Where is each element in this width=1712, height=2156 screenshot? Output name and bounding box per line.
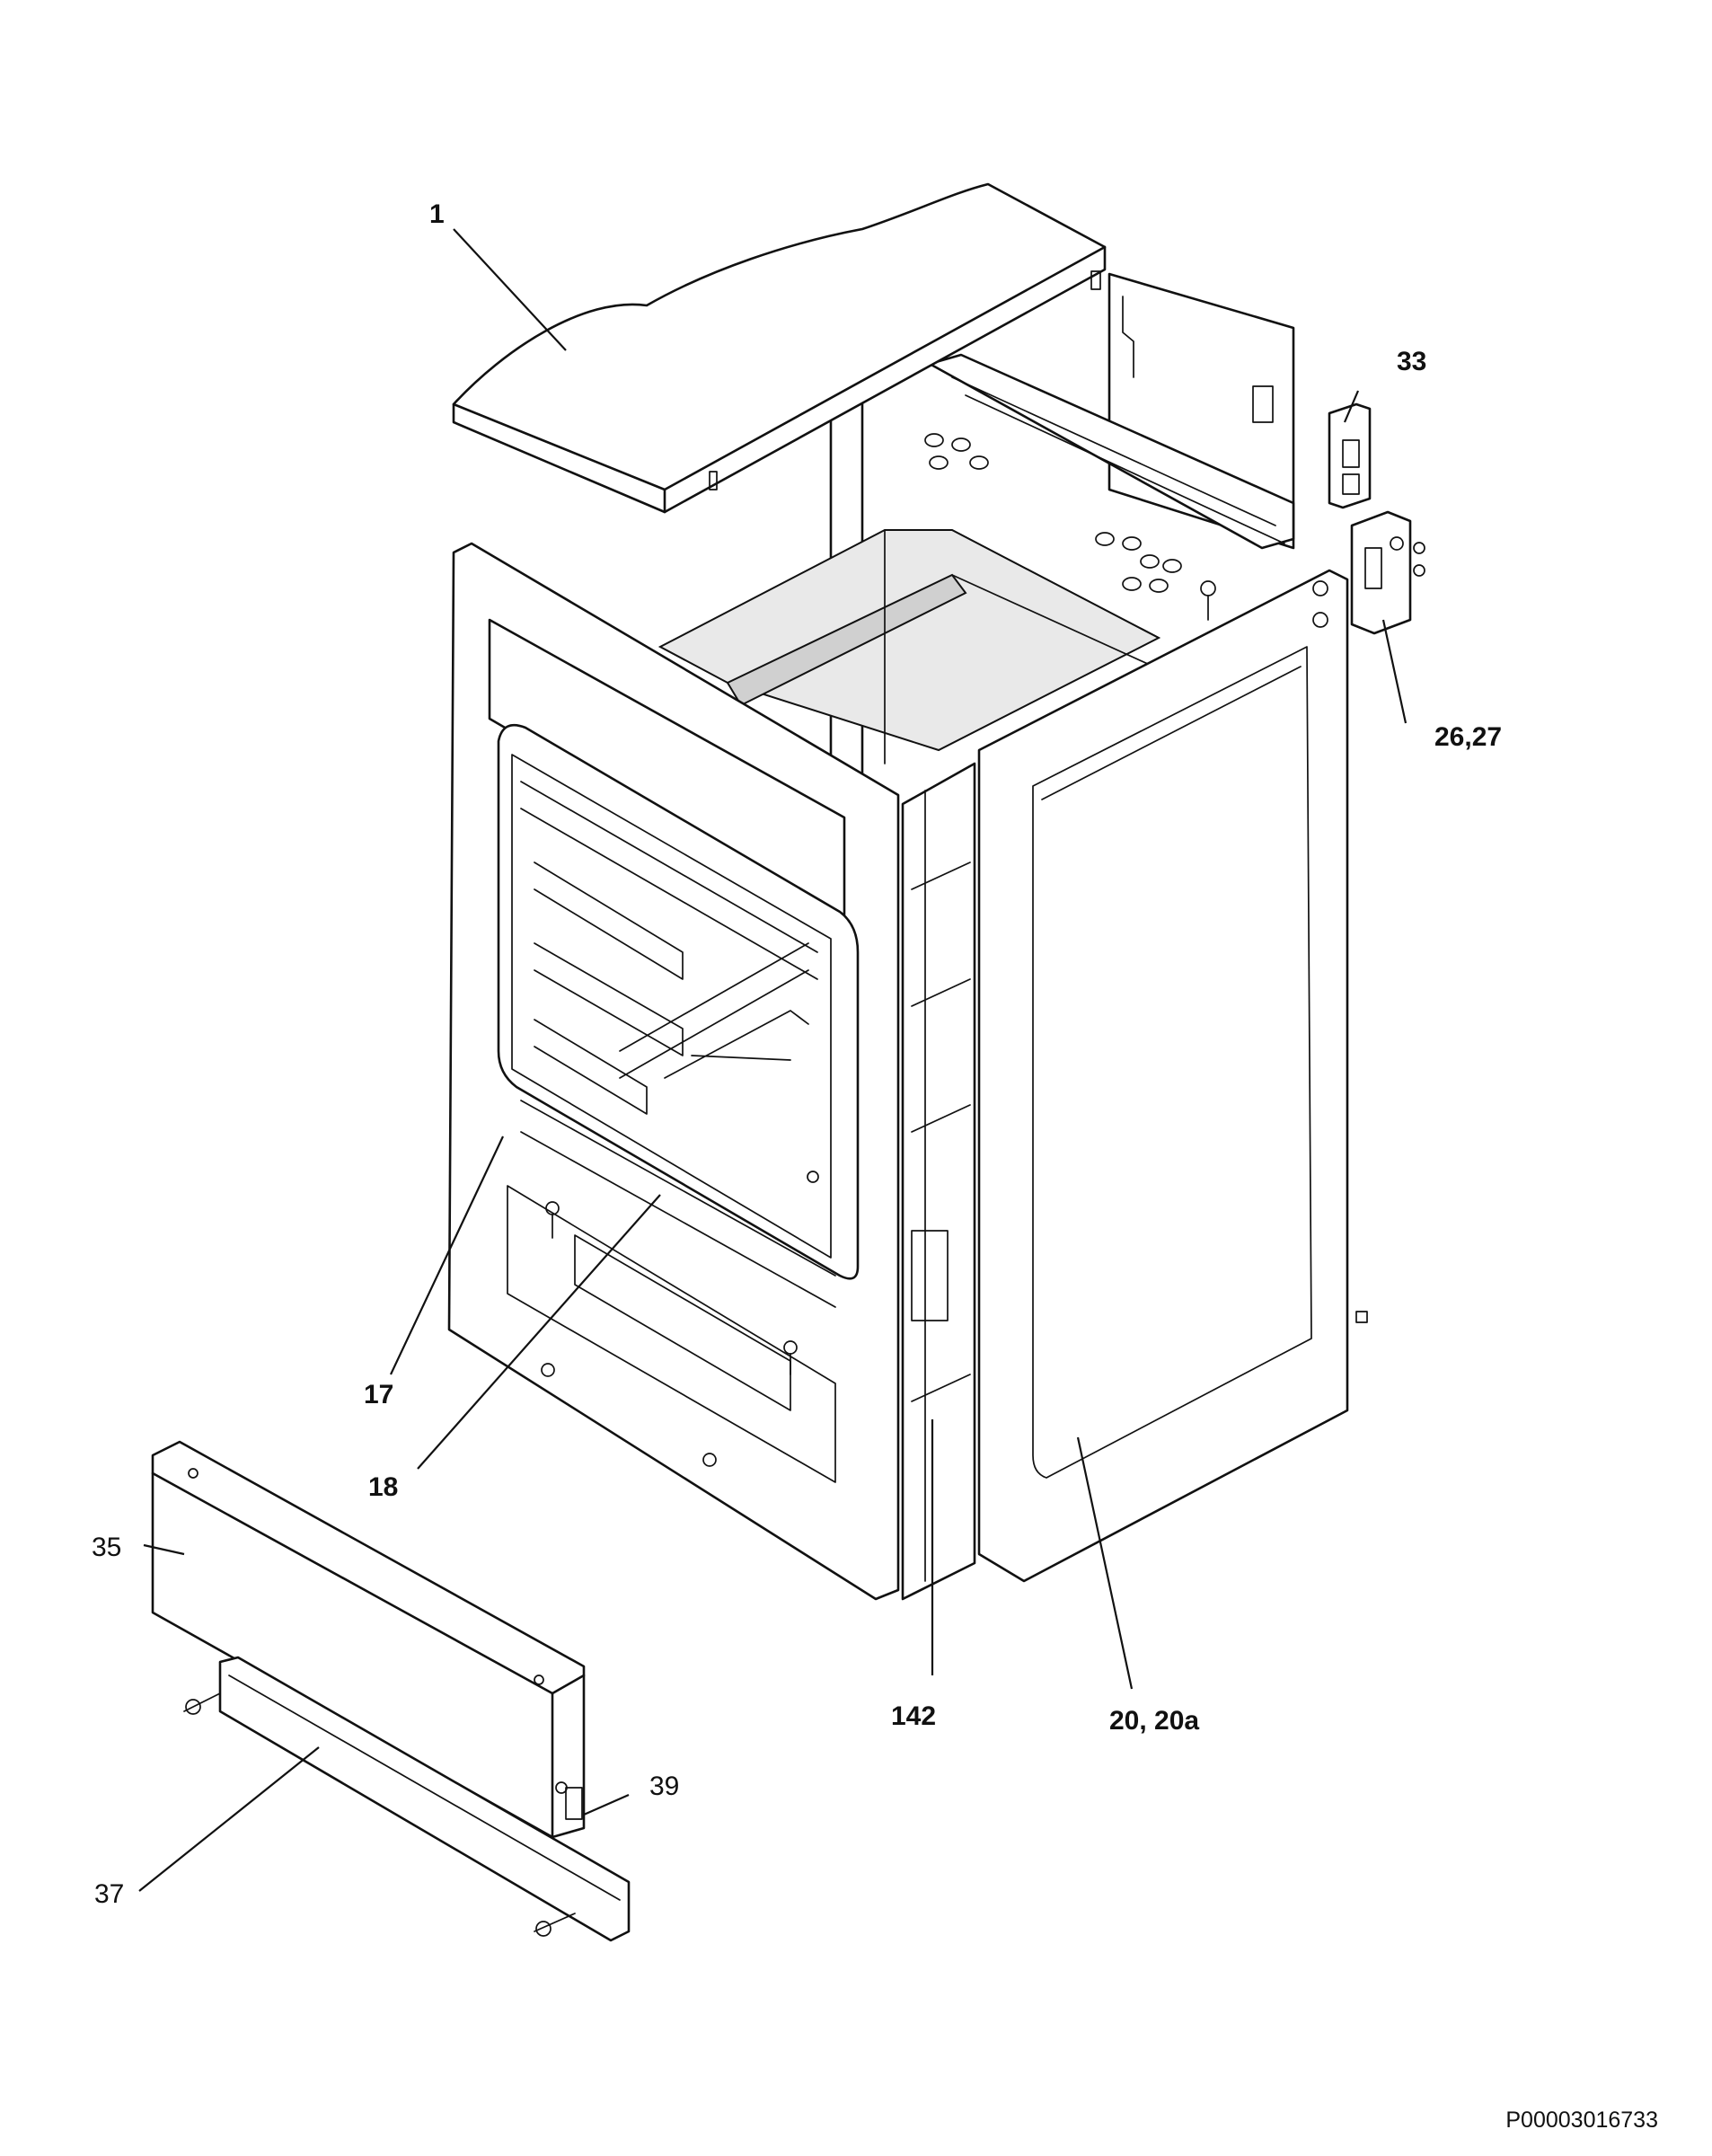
callout-37: 37 [94,1879,124,1909]
kick-panel-35 [151,1440,586,1839]
leader-lines [138,228,1408,1892]
top-cover-panel [452,182,1107,514]
callout-35: 35 [92,1533,121,1562]
hinge-plate-26-27 [1350,510,1425,635]
front-frame [447,542,900,1601]
callout-18: 18 [368,1472,398,1502]
side-strip-142 [901,762,976,1601]
callout-1: 1 [429,199,445,229]
callout-142: 142 [891,1701,936,1731]
plinth-strip-37 [183,1656,631,1942]
bracket-33 [1328,402,1372,509]
callout-33: 33 [1397,347,1426,376]
callout-26-27: 26,27 [1434,722,1502,752]
callout-20-20a: 20, 20a [1109,1706,1199,1736]
cabinet-rear-frame [657,272,1295,801]
callout-39: 39 [649,1772,679,1801]
side-panel-20-20a [977,569,1368,1583]
callout-17: 17 [364,1380,393,1409]
drawing-code: P00003016733 [1505,2107,1658,2133]
